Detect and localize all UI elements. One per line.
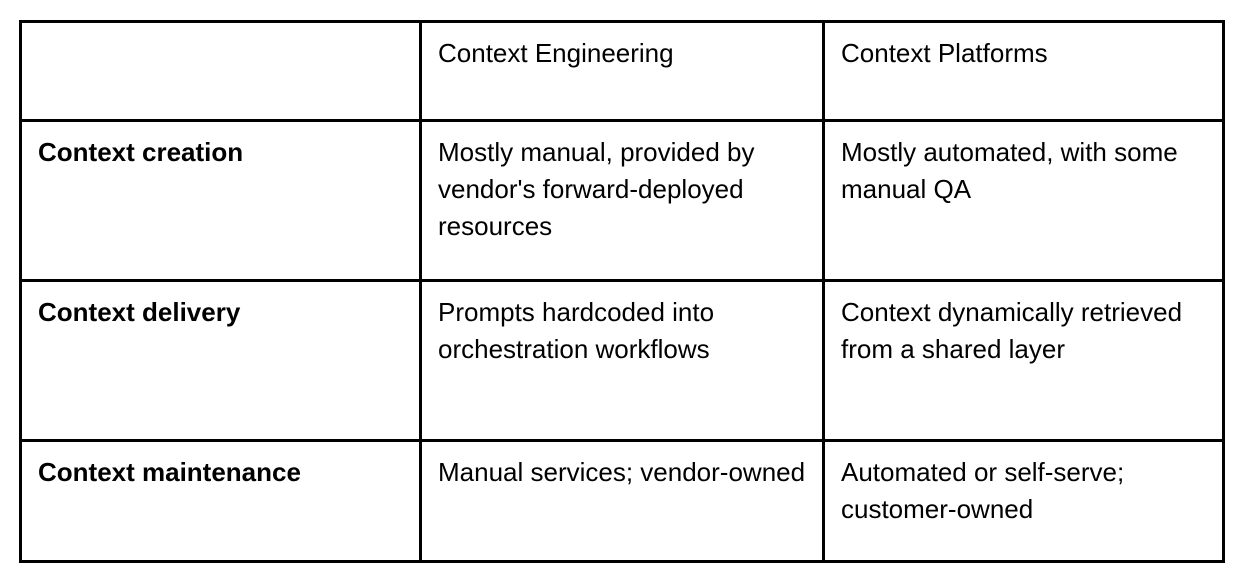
table-row: Context maintenance Manual services; ven… — [19, 439, 1225, 563]
header-context-engineering: Context Engineering — [419, 20, 825, 122]
cell-context-delivery-engineering: Prompts hardcoded into orchestration wor… — [419, 279, 825, 442]
cell-context-creation-engineering: Mostly manual, provided by vendor's forw… — [419, 119, 825, 282]
table-header: Context Engineering Context Platforms — [19, 20, 1225, 122]
comparison-table: Context Engineering Context Platforms Co… — [19, 20, 1225, 563]
table-body: Context creation Mostly manual, provided… — [19, 119, 1225, 563]
table-row: Context creation Mostly manual, provided… — [19, 119, 1225, 282]
row-label-context-creation: Context creation — [19, 119, 422, 282]
header-row: Context Engineering Context Platforms — [19, 20, 1225, 122]
row-label-context-delivery: Context delivery — [19, 279, 422, 442]
page-root: Context Engineering Context Platforms Co… — [19, 20, 1225, 563]
table-row: Context delivery Prompts hardcoded into … — [19, 279, 1225, 442]
cell-context-maintenance-platforms: Automated or self-serve; customer-owned — [822, 439, 1225, 563]
header-context-platforms: Context Platforms — [822, 20, 1225, 122]
cell-context-delivery-platforms: Context dynamically retrieved from a sha… — [822, 279, 1225, 442]
row-label-context-maintenance: Context maintenance — [19, 439, 422, 563]
cell-context-creation-platforms: Mostly automated, with some manual QA — [822, 119, 1225, 282]
header-corner-cell — [19, 20, 422, 122]
cell-context-maintenance-engineering: Manual services; vendor-owned — [419, 439, 825, 563]
